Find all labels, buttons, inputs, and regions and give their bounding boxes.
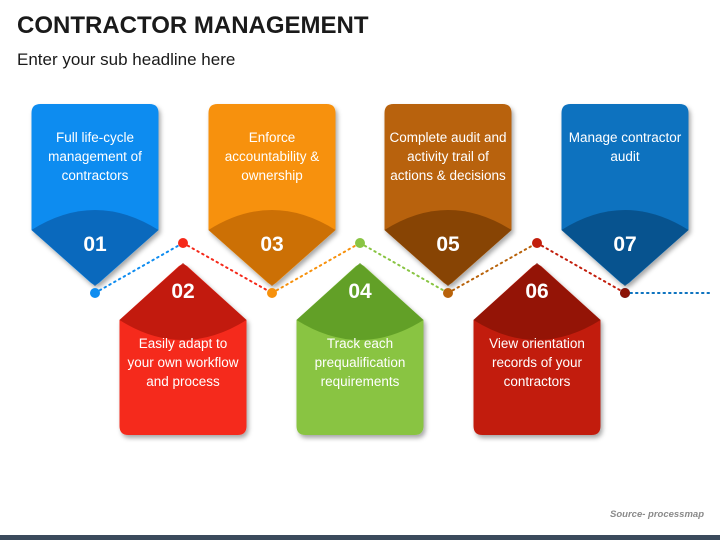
step-03-number: 03: [260, 233, 284, 256]
connector-dot-2: [178, 238, 188, 248]
step-05-number: 05: [436, 233, 460, 256]
connector-01: [94, 242, 184, 294]
step-02-number: 02: [171, 280, 195, 303]
step-06-number: 06: [525, 280, 549, 303]
step-03-text: Enforce accountability & ownership: [224, 130, 320, 183]
connector-06: [536, 242, 626, 294]
step-05-card: [384, 104, 512, 286]
source-note: Source- processmap: [610, 509, 704, 520]
step-07-text: Manage contractor audit: [568, 130, 682, 164]
cards: [31, 104, 689, 435]
step-02-number-band: [119, 263, 247, 340]
step-07-card: [561, 104, 689, 286]
connector-dots: [90, 238, 630, 298]
connector-dot-1: [90, 288, 100, 298]
step-05-text: Complete audit and activity trail of act…: [389, 130, 507, 183]
step-03-number-band: [208, 210, 336, 286]
connector-dot-6: [532, 238, 542, 248]
step-05-number-band: [384, 210, 512, 286]
connector-dot-5: [443, 288, 453, 298]
step-04-number-band: [296, 263, 424, 340]
step-06-text: View orientation records of your contrac…: [489, 336, 585, 389]
step-01-card: [31, 104, 159, 286]
step-01-number-band: [31, 210, 159, 286]
connector-dot-3: [267, 288, 277, 298]
step-02-card: [119, 263, 247, 435]
step-06-number-band: [473, 263, 601, 340]
footer-bar: [0, 535, 720, 540]
step-02-text: Easily adapt to your own workflow and pr…: [127, 336, 239, 389]
connector-03: [271, 242, 361, 294]
connector-dot-4: [355, 238, 365, 248]
step-04-text: Track each prequalification requirements: [314, 336, 406, 389]
connector-dot-8: [620, 288, 630, 298]
step-07-number: 07: [613, 233, 637, 256]
step-07-number-band: [561, 210, 689, 286]
connector-04: [359, 242, 449, 294]
connector-02: [182, 242, 273, 294]
step-03-card: [208, 104, 336, 286]
step-04-card: [296, 263, 424, 435]
connector-lines: [94, 242, 714, 294]
page-subtitle: Enter your sub headline here: [17, 50, 236, 69]
step-06-card: [473, 263, 601, 435]
step-01-text: Full life-cycle management of contractor…: [48, 130, 142, 183]
step-01-number: 01: [83, 233, 107, 256]
step-04-number: 04: [348, 280, 372, 303]
connector-05: [447, 242, 538, 294]
page-title: CONTRACTOR MANAGEMENT: [17, 12, 369, 39]
